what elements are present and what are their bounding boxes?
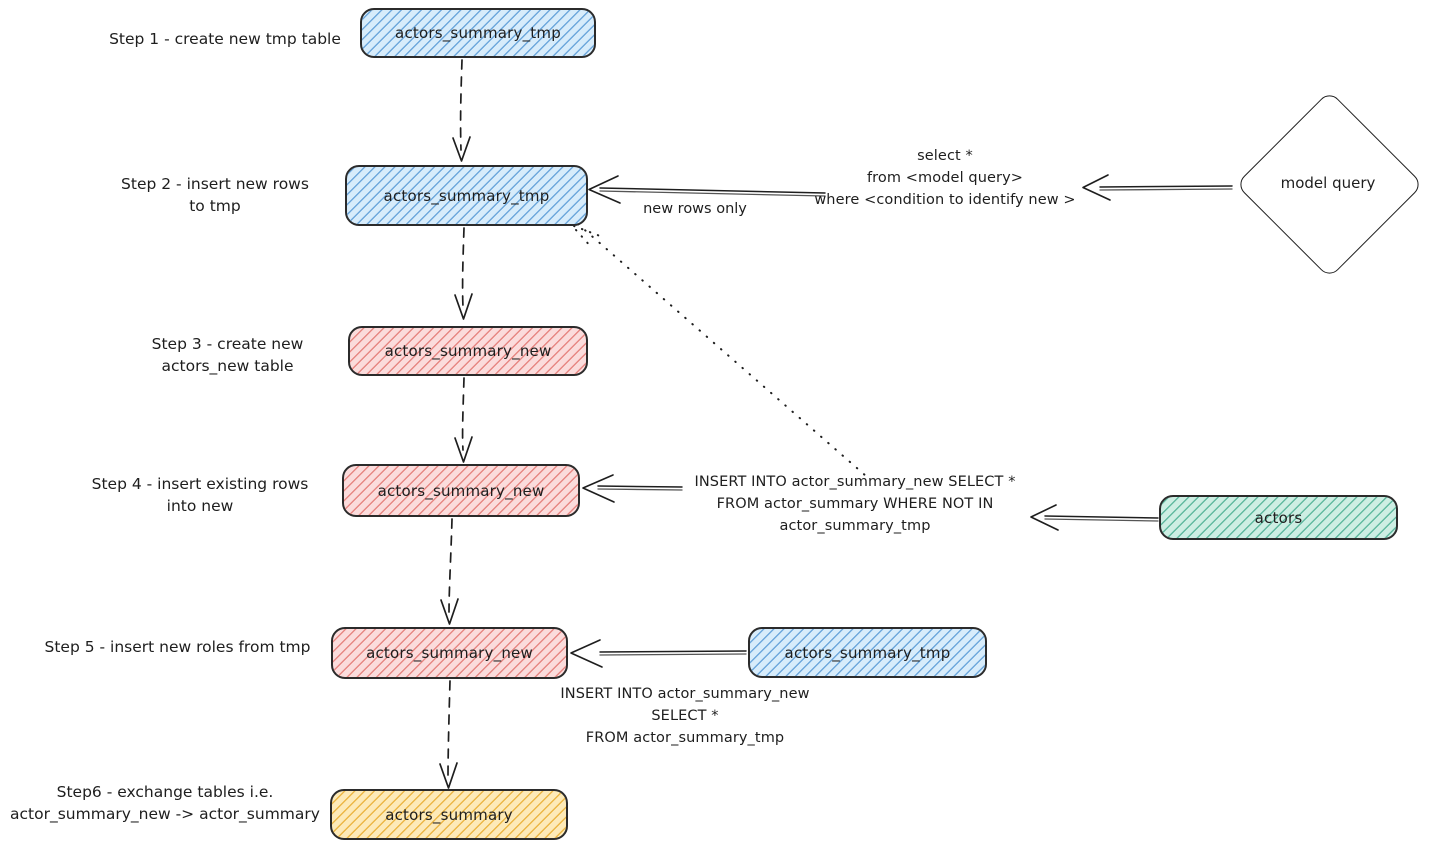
edge-label-insert-from-tmp: INSERT INTO actor_summary_new SELECT * F… — [560, 686, 810, 746]
edge-label-model-select: select * from <model query> where <condi… — [814, 148, 1076, 208]
edge-label-insert-existing: INSERT INTO actor_summary_new SELECT * F… — [694, 474, 1016, 534]
edge-actors-to-step4 — [1030, 504, 1159, 531]
node-actors-summary-tmp-step1[interactable]: actors_summary_tmp — [360, 8, 596, 58]
edge-tmpsource-to-step5 — [570, 639, 747, 668]
edge-step1-to-step2 — [452, 59, 471, 162]
node-label: actors_summary — [385, 805, 513, 824]
edge-step5-to-step6 — [439, 680, 458, 789]
step-caption-5: Step 5 - insert new roles from tmp — [44, 638, 311, 656]
node-label: model query — [1280, 174, 1376, 192]
edge-step4-to-step5 — [440, 518, 459, 625]
node-label: actors_summary_new — [384, 342, 552, 360]
node-label: actors_summary_tmp — [395, 24, 561, 42]
node-label: actors_summary_new — [377, 481, 545, 500]
edge-step2-dotted-to-step4 — [573, 223, 867, 477]
step-caption-4: Step 4 - insert existing rows into new — [91, 475, 309, 516]
node-actors-summary-tmp-step2[interactable]: actors_summary_tmp — [345, 165, 588, 226]
node-model-query[interactable]: model query — [1234, 89, 1424, 279]
node-label: actors — [1254, 508, 1303, 527]
step-caption-6: Step6 - exchange tables i.e. actor_summa… — [10, 783, 320, 824]
node-actors-summary-new-step3[interactable]: actors_summary_new — [348, 326, 588, 376]
edge-step3-to-step4 — [454, 377, 473, 463]
node-label: actors_summary_tmp — [383, 186, 550, 205]
edge-label-new-rows-only: new rows only — [643, 201, 747, 217]
edge-step2-to-step3 — [454, 227, 473, 320]
node-actors-summary-new-step5[interactable]: actors_summary_new — [331, 627, 568, 679]
node-label: actors_summary_new — [366, 644, 533, 662]
node-actors-summary-step6[interactable]: actors_summary — [330, 789, 568, 840]
node-actors-summary-new-step4[interactable]: actors_summary_new — [342, 464, 580, 517]
step-caption-2: Step 2 - insert new rows to tmp — [121, 175, 309, 216]
node-actors-source[interactable]: actors — [1159, 495, 1398, 540]
node-actors-summary-tmp-source-step5[interactable]: actors_summary_tmp — [748, 627, 987, 678]
step-caption-1: Step 1 - create new tmp table — [109, 30, 341, 48]
step-caption-3: Step 3 - create new actors_new table — [151, 335, 304, 376]
node-label: actors_summary_tmp — [784, 643, 951, 662]
